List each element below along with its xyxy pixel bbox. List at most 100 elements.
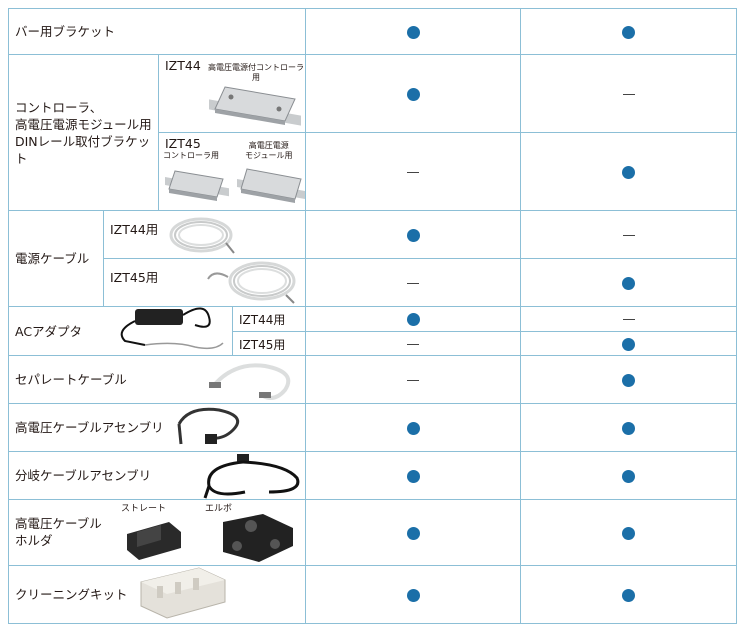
row-label-cell: 高電圧ケーブル ホルダ ストレート エルボ (7, 498, 307, 566)
row-label-cell: 分岐ケーブルアセンブリ (7, 450, 307, 500)
row-label: セパレートケーブル (15, 371, 127, 387)
not-available-mark (622, 319, 635, 321)
cable-coil-image (207, 261, 296, 305)
available-mark (406, 421, 420, 435)
ac-adapter-image (120, 307, 224, 350)
image-cell: IZT44 高電圧電源付コントローラ用 (157, 54, 307, 134)
mark-cell (305, 7, 522, 56)
bracket-image (237, 168, 305, 204)
mark-cell (305, 132, 522, 212)
model-label: IZT45 (165, 136, 201, 152)
not-available-mark (407, 283, 420, 285)
sub-label-cell: IZT45用 (231, 330, 307, 356)
image-caption: 高電圧電源付コントローラ用 (208, 63, 304, 83)
row-label: バー用ブラケット (15, 24, 116, 40)
sub-label: IZT45用 (110, 270, 159, 286)
mark-cell (305, 498, 522, 566)
mark-cell (520, 7, 738, 56)
mark-cell (520, 564, 738, 625)
holder-image (127, 521, 181, 560)
available-mark (406, 26, 420, 40)
mark-cell (520, 258, 738, 308)
available-mark (622, 526, 636, 540)
mark-cell (305, 306, 522, 332)
cleaning-kit-image (140, 567, 226, 619)
row-label-cell: ACアダプタ (8, 306, 233, 356)
mark-cell (520, 450, 738, 500)
table-row: IZT45 コントローラ用 高電圧電源 モジュール用 (9, 132, 738, 212)
table-row: 高電圧ケーブル ホルダ ストレート エルボ (7, 498, 738, 566)
available-mark (406, 88, 420, 102)
row-label: クリーニングキット (15, 586, 128, 602)
accessory-compatibility-table: バー用ブラケット コントローラ、 高電圧電源モジュール用 DINレール取付ブラケ… (7, 7, 738, 625)
row-label: 電源ケーブル (15, 251, 90, 267)
mark-cell (305, 402, 522, 452)
row-label: 高電圧ケーブルアセンブリ (15, 419, 164, 435)
table-row: IZT45用 (9, 258, 738, 308)
mark-cell (520, 354, 738, 404)
available-mark (622, 373, 636, 387)
available-mark (622, 421, 636, 435)
sub-label-cell: IZT44用 (231, 306, 307, 332)
table-row: IZT45用 (9, 330, 738, 356)
model-label: IZT44 (165, 58, 201, 74)
available-mark (406, 229, 420, 243)
not-available-mark (622, 94, 635, 96)
cable-coil-image (169, 217, 235, 254)
image-caption: エルボ (205, 503, 233, 514)
available-mark (406, 469, 420, 483)
sub-label: IZT45用 (239, 337, 286, 352)
sub-label: IZT44用 (239, 313, 286, 328)
image-caption: コントローラ用 (163, 151, 219, 161)
table-row: セパレートケーブル (7, 354, 738, 404)
row-label-cell: コントローラ、 高電圧電源モジュール用 DINレール取付ブラケット (8, 54, 159, 212)
mark-cell (520, 330, 738, 356)
row-label-cell: 高電圧ケーブルアセンブリ (7, 402, 307, 452)
table-row: 高電圧ケーブルアセンブリ (7, 402, 738, 452)
sub-label: IZT44用 (110, 222, 159, 238)
table-row: ACアダプタ IZT44用 (8, 306, 738, 356)
image-caption: 高電圧電源 モジュール用 (245, 141, 293, 161)
available-mark (622, 469, 636, 483)
holder-image (223, 513, 293, 562)
not-available-mark (622, 235, 635, 237)
mark-cell (520, 306, 738, 332)
table-row: 電源ケーブル IZT44用 (8, 210, 738, 308)
not-available-mark (407, 343, 420, 345)
available-mark (406, 588, 420, 602)
mark-cell (305, 258, 522, 308)
available-mark (406, 313, 420, 327)
sub-label-cell: IZT44用 (102, 210, 307, 260)
row-label: 高電圧ケーブル ホルダ (15, 516, 102, 549)
cable-image (177, 407, 240, 444)
mark-cell (520, 54, 738, 134)
row-label: ACアダプタ (15, 323, 83, 339)
table-row: クリーニングキット (7, 564, 738, 625)
row-label-cell: 電源ケーブル (8, 210, 104, 308)
cable-image (203, 453, 300, 499)
row-label-cell: バー用ブラケット (7, 7, 307, 56)
bracket-image (209, 86, 301, 126)
mark-cell (520, 132, 738, 212)
mark-cell (305, 54, 522, 134)
table-row: バー用ブラケット (7, 7, 738, 56)
available-mark (622, 26, 636, 40)
row-label-cell: セパレートケーブル (7, 354, 307, 404)
cable-image (209, 362, 291, 400)
available-mark (622, 166, 636, 180)
mark-cell (520, 498, 738, 566)
table-row: 分岐ケーブルアセンブリ (7, 450, 738, 500)
available-mark (622, 277, 636, 291)
not-available-mark (407, 379, 420, 381)
row-label-cell: クリーニングキット (7, 564, 307, 625)
mark-cell (520, 210, 738, 260)
sub-label-cell: IZT45用 (102, 258, 307, 308)
mark-cell (520, 402, 738, 452)
available-mark (406, 526, 420, 540)
mark-cell (305, 564, 522, 625)
available-mark (622, 337, 636, 351)
mark-cell (305, 354, 522, 404)
row-label: 分岐ケーブルアセンブリ (15, 467, 152, 483)
row-label: コントローラ、 高電圧電源モジュール用 DINレール取付ブラケット (15, 99, 152, 166)
available-mark (622, 588, 636, 602)
